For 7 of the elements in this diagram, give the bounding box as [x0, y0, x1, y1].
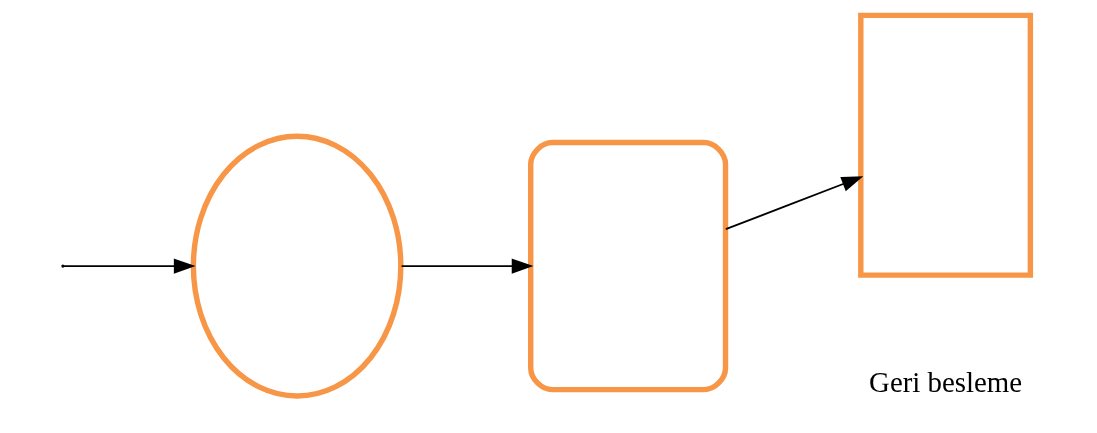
arrow	[62, 258, 196, 274]
arrow	[724, 176, 863, 231]
arrow	[400, 258, 533, 274]
node-plaque	[527, 139, 728, 393]
node-box	[857, 12, 1033, 278]
node-ellipse	[190, 133, 404, 399]
label: Geri besleme	[868, 366, 1022, 399]
